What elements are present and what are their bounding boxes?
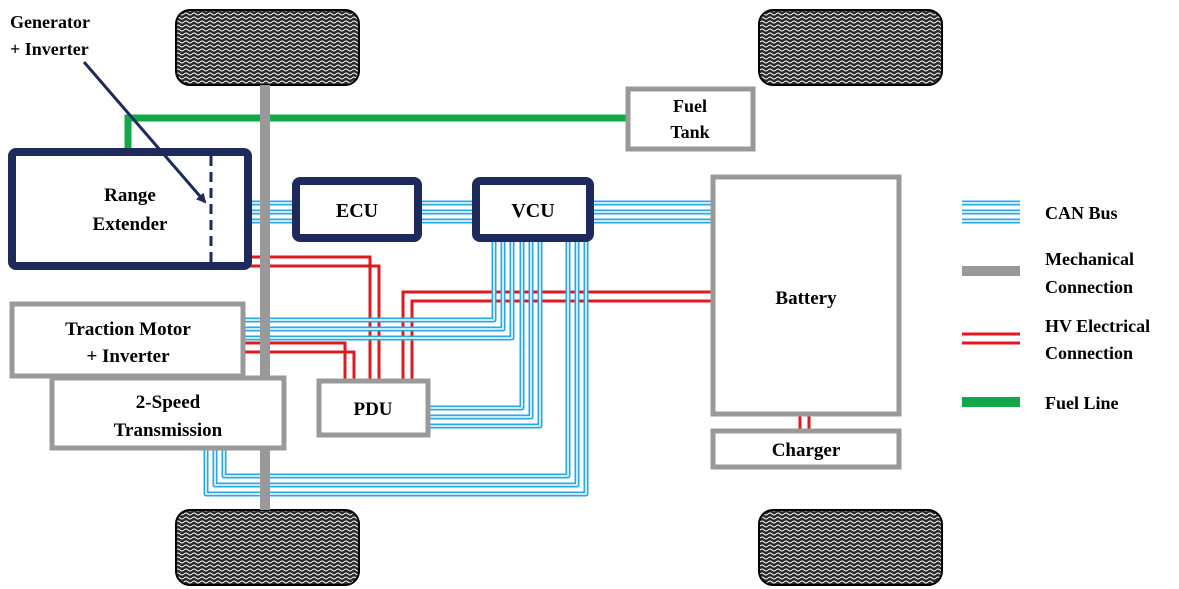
ecu-box bbox=[292, 177, 422, 242]
legend-mechanical-label-2: Connection bbox=[1045, 277, 1133, 297]
transmission-label-1: 2-Speed bbox=[136, 392, 201, 413]
charger-box bbox=[710, 428, 902, 470]
vcu-box bbox=[472, 177, 594, 242]
tire-rear-right bbox=[758, 509, 943, 586]
transmission-box bbox=[49, 375, 287, 451]
battery-label: Battery bbox=[775, 288, 837, 309]
legend-fuel-label: Fuel Line bbox=[1045, 393, 1119, 413]
traction-motor-label-2: + Inverter bbox=[86, 346, 170, 367]
traction-motor-box bbox=[9, 301, 246, 379]
legend-fuel-swatch bbox=[962, 397, 1020, 407]
traction-motor-label-1: Traction Motor bbox=[65, 319, 191, 340]
legend-hv-label-2: Connection bbox=[1045, 343, 1133, 363]
fuel-tank-label-1: Fuel bbox=[673, 96, 707, 116]
legend-mechanical-swatch bbox=[962, 266, 1020, 276]
tire-front-right bbox=[758, 9, 943, 86]
legend-mechanical-label-1: Mechanical bbox=[1045, 249, 1134, 269]
generator-label-2: + Inverter bbox=[10, 39, 89, 59]
fuel-line bbox=[124, 114, 628, 152]
legend-can-bus-label: CAN Bus bbox=[1045, 203, 1118, 223]
vcu-label: VCU bbox=[511, 200, 554, 222]
legend-hv-label-1: HV Electrical bbox=[1045, 316, 1150, 336]
tire-front-left bbox=[175, 9, 360, 86]
charger-label: Charger bbox=[772, 440, 841, 461]
pdu-label: PDU bbox=[353, 399, 392, 420]
fuel-tank-label-2: Tank bbox=[670, 122, 709, 142]
generator-label-1: Generator bbox=[10, 12, 90, 32]
generator-callout-arrow bbox=[82, 61, 207, 204]
legend: CAN Bus Mechanical Connection HV Electri… bbox=[962, 200, 1150, 413]
fuel-tank-box bbox=[625, 86, 756, 152]
ecu-label: ECU bbox=[336, 200, 378, 222]
mechanical-axle bbox=[260, 85, 270, 510]
range-extender-label-1: Range bbox=[104, 185, 156, 206]
legend-can-bus-swatch bbox=[962, 200, 1020, 224]
range-extender-label-2: Extender bbox=[93, 214, 169, 235]
range-extender-box bbox=[8, 148, 252, 270]
transmission-label-2: Transmission bbox=[114, 420, 223, 441]
pdu-box bbox=[316, 378, 431, 438]
battery-box bbox=[710, 174, 902, 417]
tire-rear-left bbox=[175, 509, 360, 586]
legend-hv-swatch bbox=[962, 332, 1020, 345]
can-bus-lines bbox=[203, 200, 713, 497]
